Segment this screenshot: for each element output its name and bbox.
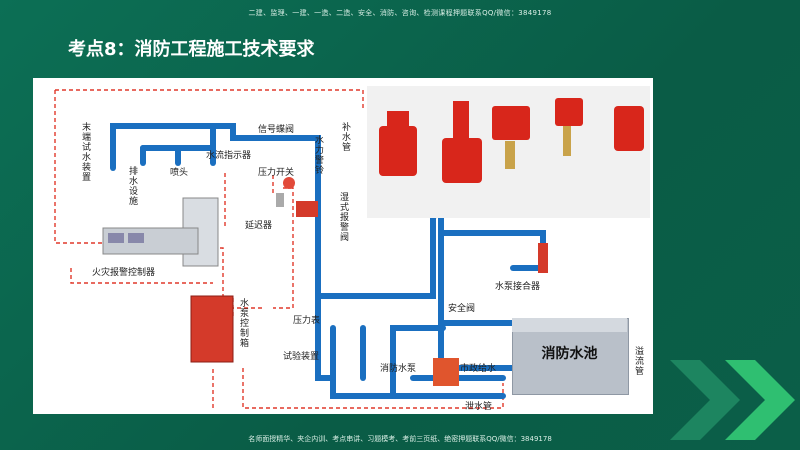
pump-adapter-icon bbox=[538, 243, 548, 273]
label-fire-alarm-controller: 火灾报警控制器 bbox=[92, 268, 156, 278]
label-flow-indicator: 水流指示器 bbox=[206, 151, 252, 161]
label-sprinkler: 喷头 bbox=[170, 168, 189, 178]
slide-title: 考点8：消防工程施工技术要求 bbox=[68, 39, 315, 60]
label-fire-pump: 消防水泵 bbox=[380, 364, 417, 374]
footer-watermark: 名师面授精华、夹企内训、考点串讲、习题模考、考前三页纸、绝密押题联系QQ/微信：… bbox=[248, 435, 552, 443]
label-pressure-gauge: 压力表 bbox=[293, 316, 321, 326]
sprinkler-system-diagram bbox=[54, 89, 548, 409]
label-signal-valve: 信号蝶阀 bbox=[258, 125, 295, 135]
label-safety-valve: 安全阀 bbox=[448, 304, 476, 314]
chevron-decoration-icon bbox=[670, 360, 795, 440]
label-drain: 排水设施 bbox=[127, 166, 137, 206]
label-pump-adapter: 水泵接合器 bbox=[495, 282, 541, 292]
label-hydraulic-bell: 水力警铃 bbox=[313, 135, 323, 175]
label-drain-pipe: 泄水管 bbox=[465, 402, 493, 412]
valve-photos-icon bbox=[379, 98, 644, 183]
header-watermark: 二建、监理、一建、一造、二造、安全、消防、咨询、检测课程押题联系QQ/微信：38… bbox=[248, 9, 552, 17]
fire-pool-label: 消防水池 bbox=[541, 346, 598, 362]
label-test-device: 试验装置 bbox=[283, 352, 320, 362]
wet-alarm-valve-icon bbox=[276, 177, 318, 217]
label-end-test: 末端试水装置 bbox=[80, 122, 90, 182]
pump-control-box-icon bbox=[190, 295, 234, 363]
fire-pump-icon bbox=[433, 358, 459, 386]
label-overflow-pipe: 溢流管 bbox=[633, 346, 643, 376]
label-supplement-pipe: 补水管 bbox=[340, 122, 350, 152]
fire-alarm-controller-icon bbox=[102, 197, 219, 267]
label-pump-control-box: 水泵控制箱 bbox=[238, 298, 248, 348]
fire-pool-top bbox=[512, 318, 627, 332]
label-pressure-switch: 压力开关 bbox=[258, 168, 295, 178]
label-municipal-water: 市政给水 bbox=[460, 364, 497, 374]
label-wet-alarm-valve: 湿式报警阀 bbox=[338, 192, 348, 242]
label-retard: 延迟器 bbox=[245, 221, 273, 231]
